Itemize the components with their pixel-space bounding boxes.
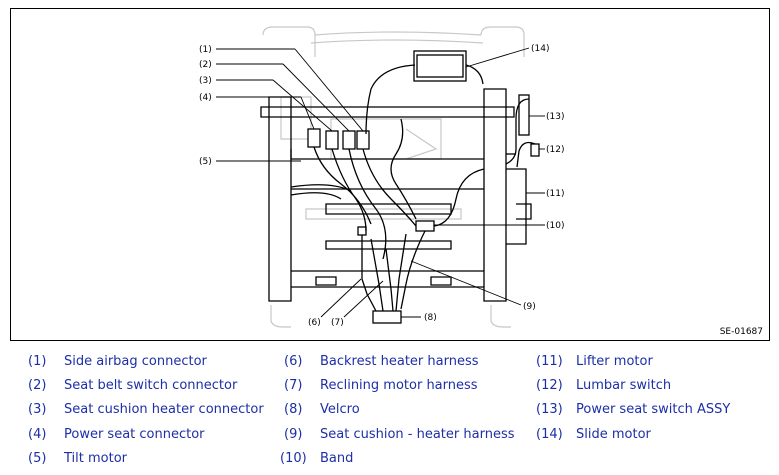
callout-labels: (1) (2) (3) (4) (5) (6) (7) (8) (9) (10)… bbox=[199, 44, 564, 328]
seat-frame bbox=[260, 88, 532, 302]
callout-12: (12) bbox=[546, 145, 564, 155]
callout-11: (11) bbox=[546, 189, 564, 199]
legend-text: Seat cushion - heater harness bbox=[320, 427, 515, 442]
legend-num: (14) bbox=[536, 427, 563, 442]
legend-text: Side airbag connector bbox=[64, 354, 207, 369]
legend-item-3: (3) Seat cushion heater connector bbox=[28, 402, 264, 417]
legend-text: Velcro bbox=[320, 402, 360, 417]
callout-1: (1) bbox=[199, 45, 212, 55]
legend-text: Reclining motor harness bbox=[320, 378, 478, 393]
legend-num: (5) bbox=[28, 451, 47, 466]
legend-num: (8) bbox=[284, 402, 303, 417]
legend-text: Lumbar switch bbox=[576, 378, 672, 393]
legend-text: Band bbox=[320, 451, 354, 466]
legend-text: Seat cushion heater connector bbox=[64, 402, 264, 417]
seat-frame-outline bbox=[262, 26, 525, 328]
legend-text: Tilt motor bbox=[64, 451, 128, 466]
legend-num: (13) bbox=[536, 402, 563, 417]
legend-num: (7) bbox=[284, 378, 303, 393]
legend-item-13: (13) Power seat switch ASSY bbox=[536, 402, 730, 417]
legend-item-5: (5) Tilt motor bbox=[28, 451, 127, 466]
legend-num: (11) bbox=[536, 354, 563, 369]
legend-num: (2) bbox=[28, 378, 47, 393]
legend: (1) Side airbag connector (2) Seat belt sw… bbox=[0, 348, 779, 473]
legend-item-4: (4) Power seat connector bbox=[28, 427, 205, 442]
callout-2: (2) bbox=[199, 60, 212, 70]
callout-9: (9) bbox=[523, 302, 536, 312]
legend-item-1: (1) Side airbag connector bbox=[28, 354, 207, 369]
legend-text: Power seat switch ASSY bbox=[576, 402, 731, 417]
legend-item-12: (12) Lumbar switch bbox=[536, 378, 671, 393]
legend-num: (1) bbox=[28, 354, 47, 369]
legend-item-7: (7) Reclining motor harness bbox=[284, 378, 478, 393]
legend-item-2: (2) Seat belt switch connector bbox=[28, 378, 237, 393]
callout-7: (7) bbox=[331, 318, 344, 328]
callout-13: (13) bbox=[546, 112, 564, 122]
legend-text: Seat belt switch connector bbox=[64, 378, 238, 393]
callout-6: (6) bbox=[308, 318, 321, 328]
legend-text: Lifter motor bbox=[576, 354, 653, 369]
legend-text: Power seat connector bbox=[64, 427, 205, 442]
legend-text: Backrest heater harness bbox=[320, 354, 479, 369]
callout-14: (14) bbox=[531, 44, 549, 54]
callout-8: (8) bbox=[424, 313, 437, 323]
legend-item-10: (10) Band bbox=[280, 451, 353, 466]
callout-3: (3) bbox=[199, 76, 212, 86]
seat-harness-diagram: (1) (2) (3) (4) (5) (6) (7) (8) (9) (10)… bbox=[199, 26, 564, 328]
legend-item-6: (6) Backrest heater harness bbox=[284, 354, 479, 369]
legend-item-8: (8) Velcro bbox=[284, 402, 360, 417]
callout-10: (10) bbox=[546, 221, 564, 231]
figure-id: SE-01687 bbox=[719, 327, 763, 337]
legend-item-11: (11) Lifter motor bbox=[536, 354, 653, 369]
callout-5: (5) bbox=[199, 157, 212, 167]
leader-lines bbox=[216, 47, 545, 318]
legend-item-9: (9) Seat cushion - heater harness bbox=[284, 427, 515, 442]
legend-item-14: (14) Slide motor bbox=[536, 427, 651, 442]
legend-num: (3) bbox=[28, 402, 47, 417]
legend-text: Slide motor bbox=[576, 427, 651, 442]
diagram-figure: (1) (2) (3) (4) (5) (6) (7) (8) (9) (10)… bbox=[10, 8, 770, 341]
callout-4: (4) bbox=[199, 93, 212, 103]
harness-wires bbox=[290, 64, 536, 312]
legend-num: (6) bbox=[284, 354, 303, 369]
legend-num: (12) bbox=[536, 378, 563, 393]
connectors bbox=[307, 50, 540, 324]
legend-num: (10) bbox=[280, 451, 307, 466]
legend-num: (4) bbox=[28, 427, 47, 442]
legend-num: (9) bbox=[284, 427, 303, 442]
